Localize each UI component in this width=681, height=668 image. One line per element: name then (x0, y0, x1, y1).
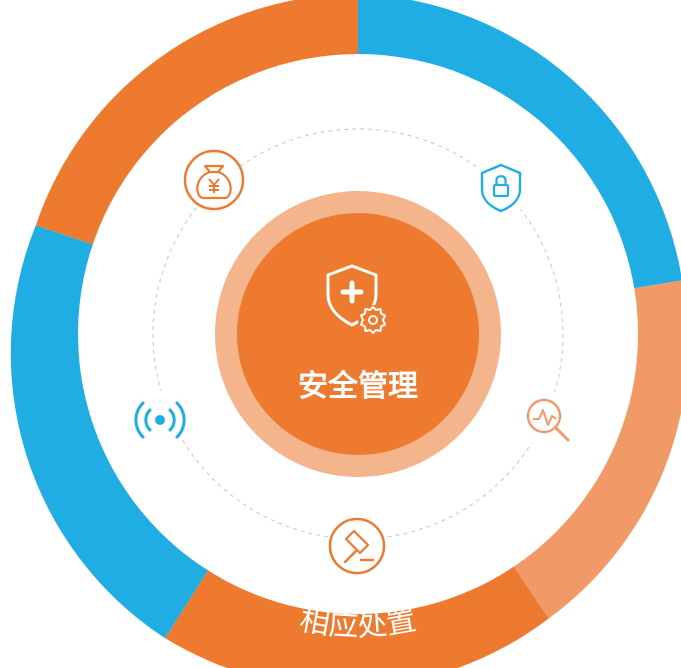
money-bag-icon (183, 149, 245, 211)
signal-icon (131, 391, 189, 449)
gavel-icon (328, 517, 386, 575)
shield-lock-icon (471, 157, 531, 217)
center-title: 安全管理 (298, 369, 418, 404)
center-core (237, 213, 479, 455)
magnify-pulse-icon (519, 391, 577, 449)
shield-gear-icon (326, 264, 388, 335)
